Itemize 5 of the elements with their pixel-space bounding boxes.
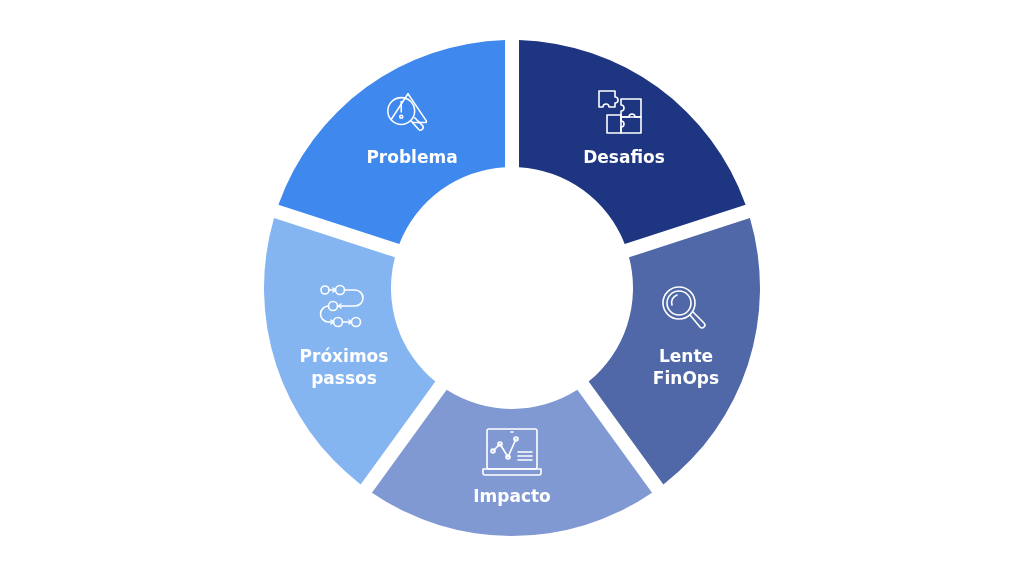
segment-label: Lente FinOps (651, 345, 721, 389)
segment-label: Próximos passos (298, 345, 390, 389)
segment-label: Impacto (473, 485, 551, 507)
segment-label: Problema (366, 146, 458, 168)
segment-label: Desafios (583, 146, 665, 168)
